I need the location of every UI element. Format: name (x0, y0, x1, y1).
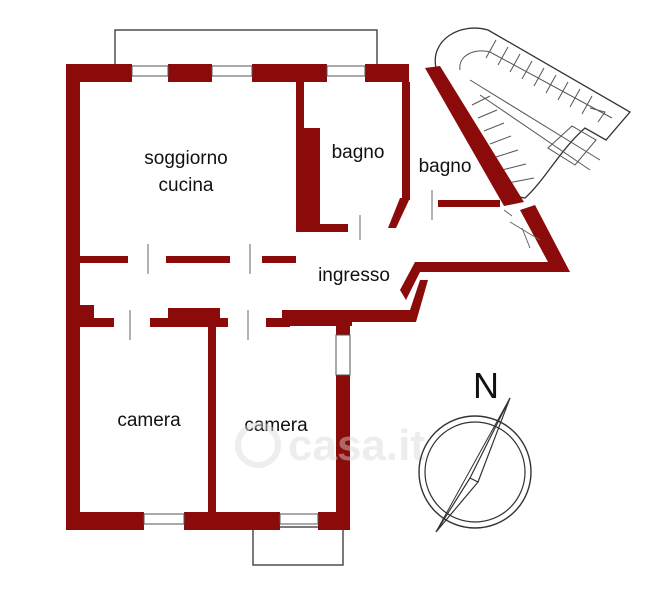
room-label-ingresso: ingresso (318, 265, 390, 286)
watermark: casa.it (235, 421, 425, 470)
door-marks (129, 190, 541, 340)
room-label-bagno-1: bagno (332, 142, 385, 163)
compass-north-label: N (473, 365, 499, 406)
watermark-text: casa.it (288, 421, 425, 470)
room-label-soggiorno: soggiorno (144, 148, 227, 169)
room-label-camera-2: camera (244, 415, 308, 436)
room-label-bagno-2: bagno (419, 156, 472, 177)
room-label-cucina: cucina (159, 175, 214, 196)
interior-walls (80, 82, 500, 512)
balcony-top (114, 29, 378, 69)
balcony-bottom (252, 526, 344, 566)
exterior-walls (66, 64, 570, 530)
room-label-camera-1: camera (117, 410, 181, 431)
compass-icon: N (418, 365, 532, 533)
